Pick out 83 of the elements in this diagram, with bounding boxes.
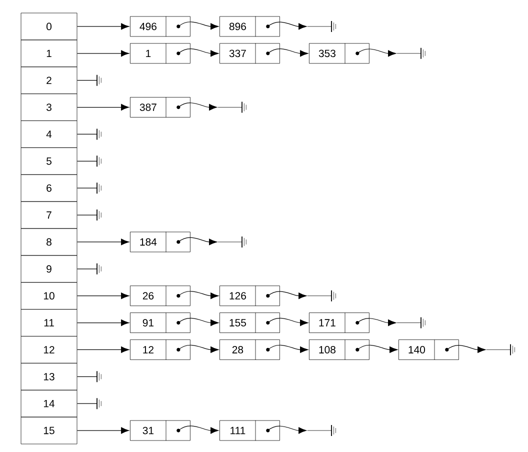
null-symbol xyxy=(307,290,336,302)
list-node: 896 xyxy=(220,16,280,37)
connector-line xyxy=(76,403,98,404)
array-cell: 3 xyxy=(20,94,78,121)
arrow xyxy=(357,48,396,57)
array-cell: 0 xyxy=(20,12,78,40)
null-symbol xyxy=(396,316,426,329)
arrow xyxy=(178,48,219,57)
array-cell: 9 xyxy=(20,255,78,283)
null-symbol xyxy=(96,128,102,140)
connector-line xyxy=(76,214,98,216)
null-symbol xyxy=(486,344,516,356)
arrow xyxy=(76,50,130,57)
array-cell: 5 xyxy=(20,147,78,175)
array-cell: 12 xyxy=(20,336,78,364)
connector-line xyxy=(76,160,98,162)
list-node: 496 xyxy=(130,16,190,37)
list-node: 126 xyxy=(220,285,280,306)
connector-line xyxy=(76,134,98,135)
null-symbol xyxy=(96,74,102,86)
array-cell: 8 xyxy=(20,228,78,256)
list-node: 171 xyxy=(309,312,370,334)
arrow xyxy=(76,346,130,353)
arrow xyxy=(76,238,130,246)
list-node: 108 xyxy=(309,339,370,360)
array-cell: 13 xyxy=(20,362,78,390)
list-node: 353 xyxy=(309,43,370,64)
null-symbol xyxy=(96,209,102,221)
array-cell: 15 xyxy=(20,416,78,444)
connector-line xyxy=(76,376,98,377)
list-node: 31 xyxy=(130,420,190,441)
array-cell: 2 xyxy=(20,66,78,94)
arrow xyxy=(268,344,308,353)
list-node: 184 xyxy=(130,232,190,252)
null-symbol xyxy=(96,262,102,275)
list-node: 91 xyxy=(130,312,190,334)
arrow xyxy=(268,22,307,30)
arrow xyxy=(178,318,219,326)
array-cell: 6 xyxy=(20,174,78,202)
array-cell: 4 xyxy=(20,120,78,148)
null-symbol xyxy=(218,101,247,114)
arrow xyxy=(268,426,307,434)
list-node: 140 xyxy=(398,339,459,360)
array-cell: 11 xyxy=(20,309,78,336)
list-node: 387 xyxy=(130,96,190,118)
arrow xyxy=(268,318,308,326)
null-symbol xyxy=(218,236,247,248)
null-symbol xyxy=(307,424,336,436)
list-node: 155 xyxy=(220,312,280,334)
null-symbol xyxy=(396,47,426,60)
null-symbol xyxy=(96,398,102,410)
connector-line xyxy=(76,268,98,270)
list-node: 26 xyxy=(130,285,190,306)
list-node: 337 xyxy=(220,43,280,64)
list-node: 1 xyxy=(130,43,190,64)
arrow xyxy=(76,104,130,111)
arrow xyxy=(178,290,219,300)
array-cell: 7 xyxy=(20,201,78,229)
arrow xyxy=(178,102,218,111)
arrow xyxy=(357,344,398,353)
arrow xyxy=(76,427,130,434)
arrow xyxy=(76,320,130,326)
arrow xyxy=(268,291,307,300)
list-node: 111 xyxy=(220,420,280,441)
arrow xyxy=(446,345,486,353)
connector-line xyxy=(76,80,98,81)
list-node: 12 xyxy=(130,339,190,360)
null-symbol xyxy=(96,155,102,168)
arrow xyxy=(268,48,308,57)
null-symbol xyxy=(307,20,336,32)
arrow xyxy=(178,22,219,30)
arrow xyxy=(357,318,396,326)
null-symbol xyxy=(96,182,102,194)
array-cell: 14 xyxy=(20,390,78,418)
arrow xyxy=(178,344,219,353)
arrow xyxy=(76,23,130,30)
array-cell: 1 xyxy=(20,40,78,68)
list-node: 28 xyxy=(220,339,280,360)
arrow xyxy=(178,426,219,434)
array-cell: 10 xyxy=(20,282,78,310)
null-symbol xyxy=(96,370,102,383)
arrow xyxy=(76,292,130,300)
arrow xyxy=(178,237,218,246)
